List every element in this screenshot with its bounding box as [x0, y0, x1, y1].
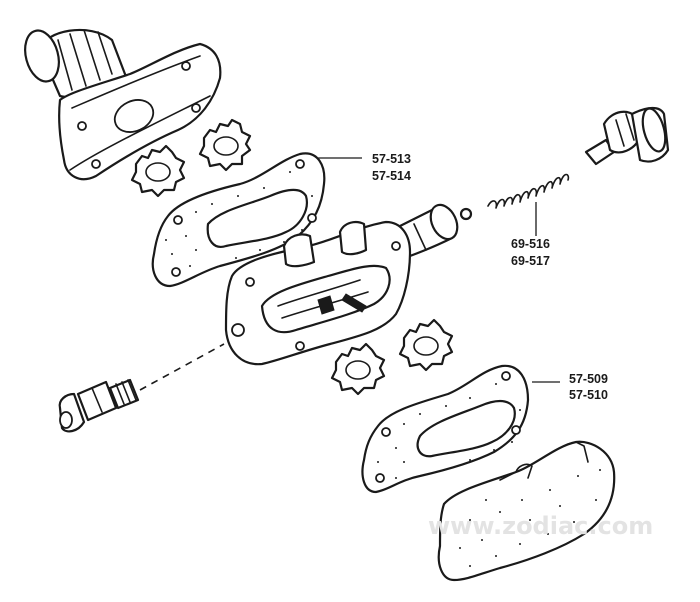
check-ball — [459, 207, 473, 221]
oil-pump-cover — [24, 28, 222, 181]
label-spring-a: 69-516 — [511, 237, 550, 251]
label-body-gasket-b: 57-510 — [569, 388, 608, 402]
pump-gear-3 — [398, 318, 454, 372]
watermark-text: www.zodiac.com — [428, 512, 653, 540]
assembly-axis-line — [139, 343, 225, 391]
body-gasket — [361, 364, 530, 494]
pump-gear-4 — [330, 342, 386, 396]
label-cover-gasket-a: 57-513 — [372, 152, 411, 166]
label-spring-b: 69-517 — [511, 254, 550, 268]
cover-plate-texture — [459, 469, 601, 567]
label-cover-gasket-b: 57-514 — [372, 169, 411, 183]
relief-spring — [487, 173, 570, 209]
gasket-texture — [165, 171, 313, 267]
pump-gear-2 — [130, 144, 186, 198]
bottom-cover-plate — [437, 440, 616, 582]
gasket-texture-lower — [377, 383, 521, 479]
valve-plunger — [584, 106, 670, 166]
feed-fitting — [58, 378, 140, 433]
pump-gear-1 — [198, 118, 252, 172]
oil-pump-body — [224, 203, 459, 366]
label-body-gasket-a: 57-509 — [569, 372, 608, 386]
